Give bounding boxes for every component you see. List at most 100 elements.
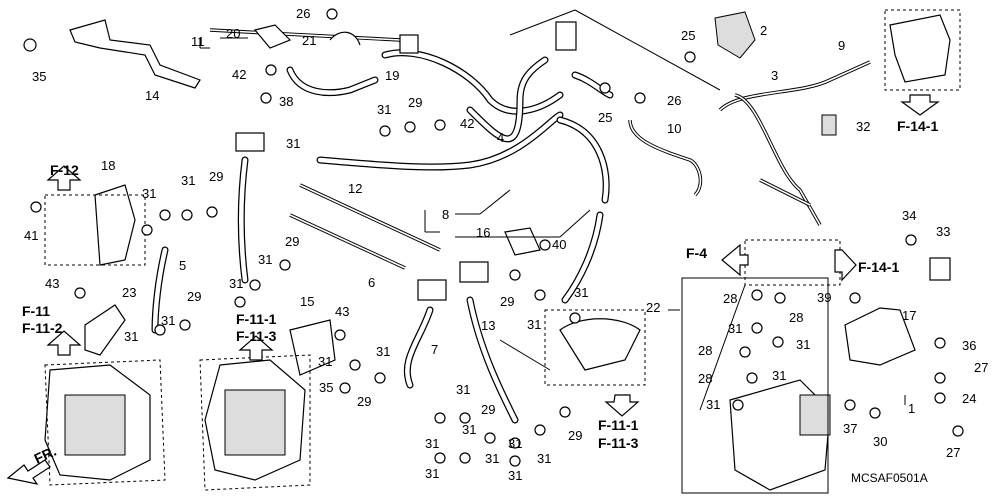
part-label-14: 14 — [145, 88, 159, 103]
caliper-detail — [559, 318, 641, 371]
part-label-31: 31 — [728, 321, 742, 336]
part-label-21: 21 — [302, 33, 316, 48]
part-label-35: 35 — [319, 380, 333, 395]
part-label-11: 11 — [191, 34, 205, 49]
part-label-31: 31 — [574, 285, 588, 300]
part-label-7: 7 — [431, 342, 438, 357]
part-label-6: 6 — [368, 275, 375, 290]
bracket-17 — [844, 307, 916, 366]
arrow-up-f12 — [46, 165, 82, 191]
part-label-25: 25 — [598, 110, 612, 125]
part-label-43: 43 — [335, 304, 349, 319]
reference-labels: F-14-1 F-12 F-4 F-14-1 F-11 F-11-2 F-11-… — [22, 118, 938, 451]
part-label-4: 4 — [497, 130, 504, 145]
joint-block — [417, 279, 447, 301]
part-label-31: 31 — [258, 252, 272, 267]
part-label-15: 15 — [300, 294, 314, 309]
joint-block — [235, 132, 265, 152]
part-labels: 35 14 11 20 26 21 42 38 19 29 31 42 31 4… — [24, 6, 988, 483]
part-label-31: 31 — [124, 329, 138, 344]
part-label-29: 29 — [187, 289, 201, 304]
bracket-15 — [289, 319, 336, 376]
part-label-42: 42 — [232, 67, 246, 82]
part-label-31: 31 — [527, 317, 541, 332]
part-label-31: 31 — [161, 313, 175, 328]
part-label-9: 9 — [838, 38, 845, 53]
clip-21 — [329, 31, 361, 46]
part-label-29: 29 — [209, 169, 223, 184]
joint-block — [555, 21, 577, 51]
part-label-22: 22 — [646, 300, 660, 315]
bracket-33 — [929, 257, 951, 281]
part-label-29: 29 — [500, 294, 514, 309]
right-caliper-body — [224, 389, 286, 456]
part-label-29: 29 — [408, 95, 422, 110]
leader-lines — [199, 9, 906, 411]
components — [69, 11, 951, 491]
part-label-17: 17 — [902, 308, 916, 323]
clamp-20 — [253, 24, 292, 49]
ref-label-f14-1-top: F-14-1 — [897, 118, 938, 134]
part-label-43: 43 — [45, 276, 59, 291]
arrow-right-f14-1 — [834, 249, 857, 282]
part-label-31: 31 — [508, 436, 522, 451]
part-label-5: 5 — [179, 258, 186, 273]
part-label-18: 18 — [101, 158, 115, 173]
part-label-16: 16 — [476, 225, 490, 240]
ref-label-f11-3-left: F-11-3 — [236, 328, 277, 344]
part-label-29: 29 — [568, 428, 582, 443]
part-label-34: 34 — [902, 208, 916, 223]
ref-label-f4: F-4 — [686, 245, 707, 261]
part-label-35: 35 — [32, 69, 46, 84]
calipers — [44, 318, 641, 481]
part-label-31: 31 — [537, 451, 551, 466]
part-label-31: 31 — [142, 186, 156, 201]
part-label-31: 31 — [377, 102, 391, 117]
ref-label-f11-3-right: F-11-3 — [598, 435, 639, 451]
part-label-31: 31 — [772, 368, 786, 383]
left-caliper-body — [64, 394, 126, 456]
part-label-31: 31 — [376, 344, 390, 359]
part-label-38: 38 — [279, 94, 293, 109]
part-label-29: 29 — [357, 394, 371, 409]
part-label-29: 29 — [285, 234, 299, 249]
ref-label-f12: F-12 — [50, 162, 79, 178]
part-label-10: 10 — [667, 121, 681, 136]
fasteners — [23, 8, 964, 467]
part-label-2: 2 — [760, 23, 767, 38]
part-label-25: 25 — [681, 28, 695, 43]
modulator-motor — [799, 394, 831, 436]
arrows — [6, 94, 940, 485]
part-label-31: 31 — [425, 436, 439, 451]
ref-label-f11: F-11 — [22, 303, 50, 319]
part-label-37: 37 — [843, 421, 857, 436]
arrow-down-f14-1-top — [900, 94, 940, 116]
part-label-27: 27 — [946, 445, 960, 460]
joint-block — [459, 261, 489, 283]
arrow-up-f11 — [46, 330, 82, 356]
part-label-31: 31 — [318, 354, 332, 369]
part-label-23: 23 — [122, 285, 136, 300]
part-label-31: 31 — [796, 337, 810, 352]
ref-label-f11-1-right: F-11-1 — [598, 417, 639, 433]
part-label-28: 28 — [698, 371, 712, 386]
ref-label-f14-1-right: F-14-1 — [858, 259, 899, 275]
valve-9 — [889, 14, 951, 83]
ref-label-f11-2: F-11-2 — [22, 320, 63, 336]
part-label-31: 31 — [456, 382, 470, 397]
part-label-28: 28 — [698, 343, 712, 358]
part-label-31: 31 — [229, 276, 243, 291]
part-label-12: 12 — [348, 181, 362, 196]
part-label-26: 26 — [296, 6, 310, 21]
part-label-36: 36 — [962, 338, 976, 353]
arrow-left-f4 — [721, 243, 749, 277]
part-label-41: 41 — [24, 228, 38, 243]
part-label-31: 31 — [706, 397, 720, 412]
part-label-39: 39 — [817, 290, 831, 305]
arrow-up-f11-1 — [238, 335, 274, 361]
part-label-30: 30 — [873, 434, 887, 449]
part-label-26: 26 — [667, 93, 681, 108]
joint-block — [399, 34, 419, 54]
bracket-14 — [69, 19, 201, 89]
